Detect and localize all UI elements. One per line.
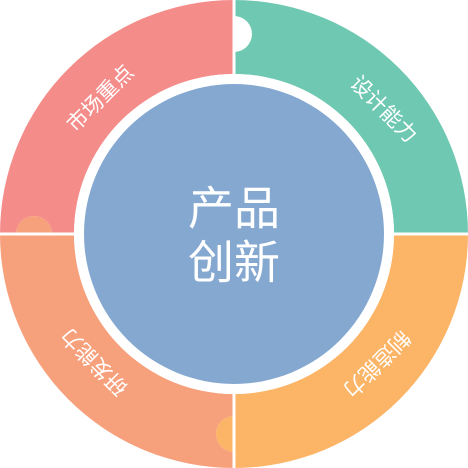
- segment-market[interactable]: [0, 0, 234, 234]
- segment-design[interactable]: [234, 0, 468, 252]
- center-title-line2: 创新: [188, 236, 280, 290]
- center-title-line1: 产品: [188, 182, 280, 236]
- center-circle[interactable]: [84, 84, 384, 384]
- segment-manufacturing[interactable]: [216, 234, 468, 468]
- segment-rnd[interactable]: [0, 216, 234, 468]
